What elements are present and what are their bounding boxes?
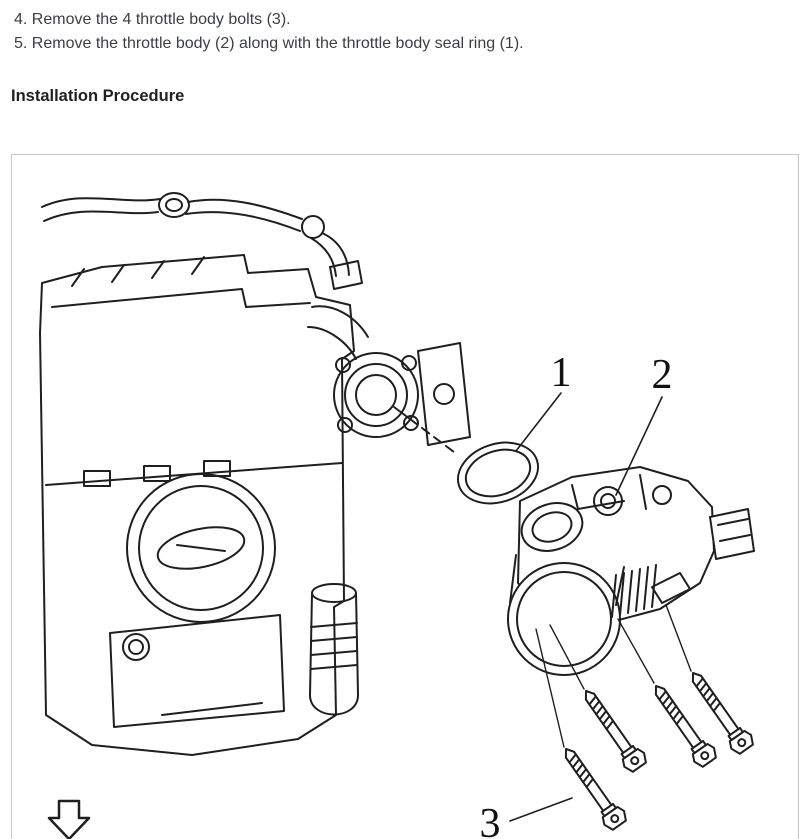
hose-lines	[41, 192, 363, 290]
callout-3-bolts: 3	[480, 801, 501, 839]
engine-block-art	[39, 254, 359, 756]
throttle-body-bolts-art	[555, 665, 758, 834]
down-arrow-icon	[47, 799, 91, 839]
bolt-leader-lines	[535, 604, 692, 748]
figure-illustration: 1 2 3	[39, 192, 758, 839]
throttle-body-art	[507, 466, 755, 676]
figure-box: 1 2 3	[11, 154, 799, 839]
step-5: 5. Remove the throttle body (2) along wi…	[14, 35, 524, 52]
step-4: 4. Remove the 4 throttle body bolts (3).	[14, 11, 291, 28]
seal-ring-art	[456, 441, 540, 505]
section-heading: Installation Procedure	[11, 87, 185, 105]
procedure-steps: 4. Remove the 4 throttle body bolts (3).…	[0, 0, 809, 56]
callout-1-seal-ring: 1	[551, 350, 572, 396]
callout-leader-lines	[509, 392, 663, 822]
mounting-flange-art	[307, 305, 471, 456]
callout-2-throttle-body: 2	[652, 352, 673, 398]
